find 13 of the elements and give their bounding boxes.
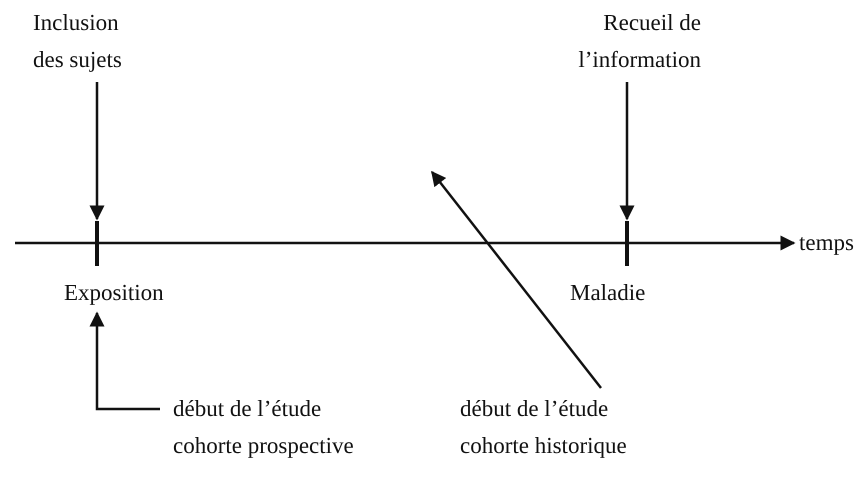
- timeline-label: début de l’étude cohorte prospective: [173, 390, 388, 464]
- arrow: [620, 82, 634, 220]
- axis-label: temps: [799, 229, 855, 257]
- arrow: [431, 170, 602, 389]
- tick-mark: [95, 221, 99, 266]
- timeline-label: Inclusion des sujets: [33, 4, 145, 78]
- timeline-label: Recueil de l’information: [545, 4, 701, 78]
- timeline-label: Exposition: [64, 274, 192, 311]
- timeline-label: début de l’étude cohorte historique: [460, 390, 665, 464]
- tick-mark: [625, 221, 629, 266]
- arrow: [90, 82, 104, 220]
- arrow: [90, 312, 160, 410]
- event-label: Maladie: [570, 279, 646, 307]
